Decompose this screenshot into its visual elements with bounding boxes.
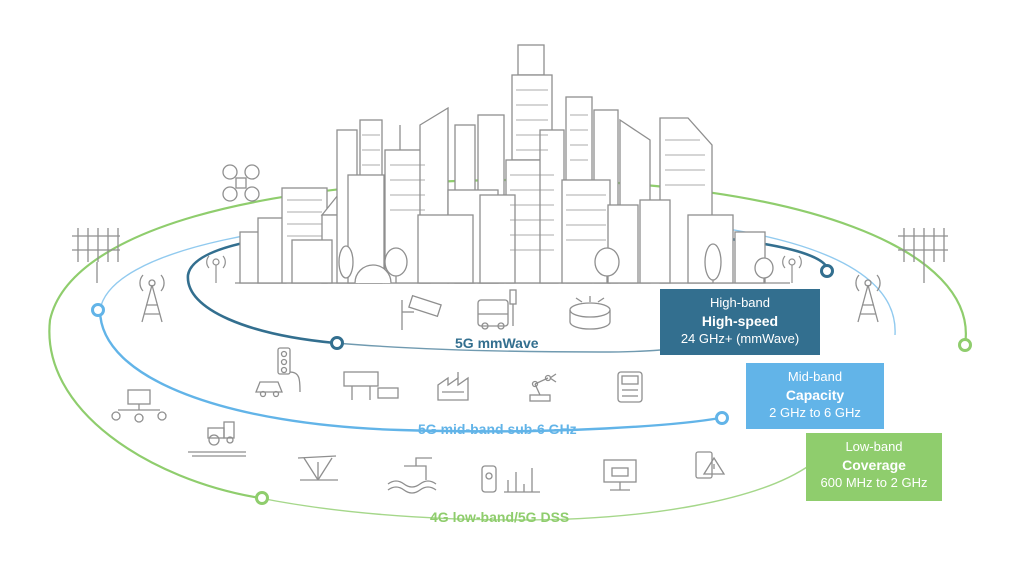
mmwave-band-label: 5G mmWave [455,335,539,351]
low-band-label: 4G low-band/5G DSS [430,509,570,525]
small-cell-left-icon [206,255,226,283]
billboard-icon [343,371,399,400]
smart-meter-icon [481,465,540,493]
cell-tower-left-icon [139,274,165,323]
high-band-ring-end-node [820,264,834,278]
mobile-warning-icon [695,451,726,479]
low-band-subtitle: Coverage [842,457,906,473]
high-band-info-box: High-band High-speed 24 GHz+ (mmWave) [660,289,820,355]
drone-icon [222,164,260,202]
low-band-ring [48,178,972,521]
city-skyline [235,44,790,284]
antenna-mast-right-icon [898,228,948,283]
low-band-range: 600 MHz to 2 GHz [820,475,928,490]
mid-band-subtitle: Capacity [785,387,845,403]
network-hub-icon [111,389,167,423]
security-camera-icon [401,294,442,330]
mid-band-ring-end-node [715,411,729,425]
mid-band-ring-start-node [91,303,105,317]
oil-pump-icon [297,455,338,481]
payment-terminal-icon [617,371,643,403]
tractor-icon [188,421,246,457]
mid-band-label: 5G mid-band sub-6 GHz [418,421,577,437]
low-band-title: Low-band [845,439,903,454]
factory-icon [437,372,469,401]
water-treatment-icon [387,457,437,494]
antenna-mast-left-icon [72,228,120,283]
high-band-subtitle: High-speed [701,313,779,329]
mid-band-ring [91,214,896,433]
stadium-icon [569,296,611,330]
car-traffic-light-icon [255,347,301,398]
high-band-ring-start-node [330,336,344,350]
mid-band-title: Mid-band [787,369,843,384]
mid-band-range: 2 GHz to 6 GHz [769,405,861,420]
high-band-title: High-band [710,295,770,310]
bus-icon [477,289,517,330]
low-band-ring-end-node [958,338,972,352]
cell-tower-right-icon [855,274,881,323]
low-band-info-box: Low-band Coverage 600 MHz to 2 GHz [806,433,942,501]
high-band-range: 24 GHz+ (mmWave) [680,331,800,346]
monitor-alert-icon [603,459,637,491]
small-cell-right-icon [782,255,802,283]
low-band-ring-start-node [255,491,269,505]
robot-arm-icon [529,373,557,402]
mid-band-info-box: Mid-band Capacity 2 GHz to 6 GHz [746,363,884,429]
